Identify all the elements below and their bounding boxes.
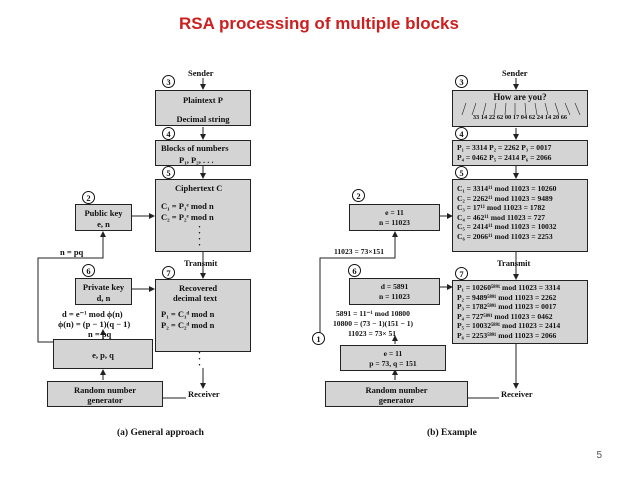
right-receiver-label: Receiver	[499, 389, 535, 399]
left-formula-3: n = pq	[88, 329, 112, 339]
right-formula-2: 10800 = (73 − 1)(151 − 1)	[333, 319, 414, 328]
left-plaintext-box: Plaintext P Decimal string	[155, 90, 251, 126]
right-private-key-n: n = 11023	[379, 291, 410, 301]
right-cipher-row: C₂ = 2262¹¹ mod 11023 = 9489	[457, 193, 553, 203]
right-cipher-row: C₄ = 462¹¹ mod 11023 = 727	[457, 212, 546, 222]
left-public-key-values: e, n	[97, 219, 110, 229]
left-ciphertext-box: Ciphertext C C₁ = P₁ᵉ mod n C₂ = P₂ᵉ mod…	[155, 179, 251, 252]
left-recovered-p1: P₁ = C₁ᵈ mod n	[161, 309, 215, 319]
right-epq-pq: p = 73, q = 151	[369, 358, 417, 368]
right-recovered-row: P₂ = 9489⁵⁸⁹¹ mod 11023 = 2262	[457, 292, 557, 302]
left-npq-label: n = pq	[60, 247, 84, 257]
right-recovered-row: P₅ = 10032⁵⁸⁹¹ mod 11023 = 2414	[457, 321, 561, 331]
left-recovered-sub: decimal text	[173, 293, 218, 303]
left-recovered-p2: P₂ = C₂ᵈ mod n	[161, 320, 215, 330]
left-cipher-title: Ciphertext C	[175, 183, 223, 193]
right-formula-3: 11023 = 73× 51	[348, 329, 397, 338]
left-step-2: 2	[82, 191, 95, 204]
right-plaintext-box: How are you? 33 14 22 62 00 17 04 62 24 …	[452, 90, 588, 127]
right-step-3: 3	[455, 75, 468, 88]
left-step-3: 3	[162, 75, 175, 88]
left-rng-sub: generator	[87, 395, 123, 405]
right-public-key-e: e = 11	[385, 208, 404, 217]
right-recovered-row: P₄ = 727⁵⁸⁹¹ mod 11023 = 0462	[457, 311, 553, 321]
left-epq-box: e, p, q	[53, 339, 153, 369]
right-step-1: 1	[312, 332, 325, 345]
left-step-5: 5	[162, 166, 175, 179]
right-cipher-row: C₅ = 2414¹¹ mod 11023 = 10032	[457, 222, 557, 232]
left-step-6: 6	[82, 264, 95, 277]
right-blocks-box: P₁ = 3314 P₂ = 2262 P₃ = 0017 P₄ = 0462 …	[452, 140, 588, 166]
left-private-key-title: Private key	[82, 282, 125, 292]
right-rng-sub: generator	[378, 395, 415, 405]
left-recovered-title: Recovered	[179, 283, 218, 293]
left-recovered-dots: ···	[198, 348, 202, 370]
left-transmit-label: Transmit	[184, 258, 218, 268]
right-private-key-d: d = 5891	[380, 282, 409, 291]
right-epq-box: e = 11 p = 73, q = 151	[340, 345, 446, 371]
left-public-key-box: Public key e, n	[75, 204, 132, 231]
right-plaintext-digits: 33 14 22 62 00 17 04 62 24 14 20 66	[472, 113, 568, 121]
right-n-factor-label: 11023 = 73×151	[334, 247, 385, 256]
left-plaintext-sub: Decimal string	[176, 114, 230, 124]
right-blocks-row-1: P₁ = 3314 P₂ = 2262 P₃ = 0017	[457, 143, 552, 152]
left-private-key-values: d, n	[96, 293, 111, 303]
left-receiver-label: Receiver	[186, 389, 222, 399]
right-recovered-row: P₃ = 1782⁵⁸⁹¹ mod 11023 = 0017	[457, 302, 557, 312]
right-public-key-n: n = 11023	[379, 217, 410, 227]
left-recovered-box: Recovered decimal text P₁ = C₁ᵈ mod n P₂…	[155, 279, 251, 352]
left-formula-1: d = e⁻¹ mod ϕ(n)	[62, 309, 123, 319]
left-step-4: 4	[162, 127, 175, 140]
slide-title: RSA processing of multiple blocks	[179, 14, 459, 33]
right-cipher-row: C₆ = 2066¹¹ mod 11023 = 2253	[457, 231, 553, 241]
right-private-key-box: d = 5891 n = 11023	[349, 278, 440, 305]
right-sender-label: Sender	[502, 68, 528, 78]
right-cipher-row: C₃ = 17¹¹ mod 11023 = 1782	[457, 203, 546, 213]
right-step-4: 4	[455, 127, 468, 140]
left-public-key-title: Public key	[84, 208, 123, 218]
right-recovered-box: P₁ = 10260⁵⁸⁹¹ mod 11023 = 3314 P₂ = 948…	[452, 280, 588, 344]
right-caption: (b) Example	[427, 428, 477, 438]
right-blocks-row-2: P₄ = 0462 P₅ = 2414 P₆ = 2066	[457, 152, 552, 162]
right-step-5: 5	[455, 166, 468, 179]
left-rng-box: Random number generator	[47, 381, 163, 407]
right-recovered-row: P₁ = 10260⁵⁸⁹¹ mod 11023 = 3314	[457, 283, 561, 292]
left-step-7: 7	[162, 266, 175, 279]
left-cipher-dots: ····	[198, 222, 202, 250]
right-epq-e: e = 11	[383, 349, 403, 358]
right-rng-title: Random number	[365, 385, 428, 395]
right-formula-1: 5891 = 11⁻¹ mod 10800	[336, 309, 410, 318]
left-blocks-values: P₁, P₂, . . .	[179, 155, 214, 165]
left-private-key-box: Private key d, n	[75, 278, 132, 305]
right-plaintext-text: How are you?	[493, 92, 547, 102]
right-cipher-row: C₁ = 3314¹¹ mod 11023 = 10260	[457, 184, 557, 193]
right-recovered-row: P₆ = 2253⁵⁸⁹¹ mod 11023 = 2066	[457, 330, 557, 340]
left-formula-2: ϕ(n) = (p − 1)(q − 1)	[58, 319, 131, 329]
right-step-2: 2	[352, 189, 365, 202]
left-rng-title: Random number	[73, 385, 137, 395]
right-ciphertext-box: C₁ = 3314¹¹ mod 11023 = 10260 C₂ = 2262¹…	[452, 179, 588, 252]
right-step-6: 6	[348, 264, 361, 277]
left-blocks-title: Blocks of numbers	[161, 143, 229, 153]
right-public-key-box: e = 11 n = 11023	[349, 204, 440, 231]
left-cipher-c1: C₁ = P₁ᵉ mod n	[161, 201, 214, 211]
right-rng-box: Random number generator	[325, 381, 468, 407]
left-caption: (a) General approach	[117, 428, 204, 438]
right-transmit-label: Transmit	[497, 258, 531, 268]
left-blocks-box: Blocks of numbers P₁, P₂, . . .	[155, 140, 251, 166]
right-step-7: 7	[455, 267, 468, 280]
left-epq-values: e, p, q	[92, 350, 114, 360]
left-cipher-c2: C₂ = P₂ᵉ mod n	[161, 212, 214, 222]
left-plaintext-title: Plaintext P	[183, 95, 223, 105]
page-number: 5	[596, 450, 602, 461]
left-sender-label: Sender	[188, 68, 214, 78]
